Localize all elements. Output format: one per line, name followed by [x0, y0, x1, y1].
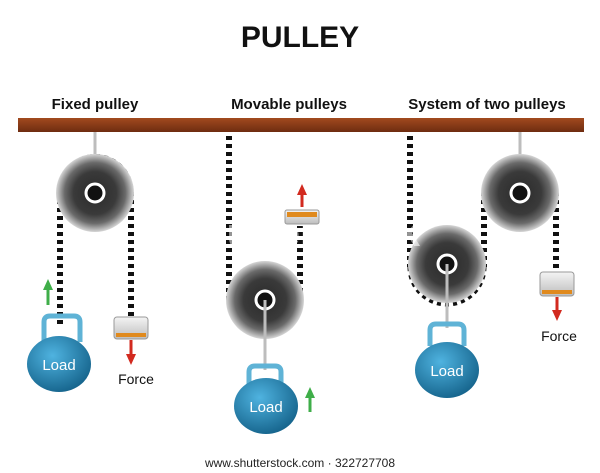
- fixed-load-label: Load: [42, 357, 75, 374]
- fixed-pulley-group: Load Force: [27, 132, 154, 392]
- system-top-axle: [509, 182, 531, 204]
- movable-up-arrow: [305, 387, 315, 412]
- system-rope-fixed-end: [407, 132, 413, 267]
- system-load-weight: [415, 342, 479, 398]
- system-pulley-group: Load Force: [407, 132, 577, 398]
- movable-pulley-group: Load: [226, 132, 320, 434]
- fixed-up-arrow: [43, 279, 53, 305]
- movable-force-handle: [284, 209, 320, 225]
- movable-force-arrow: [297, 184, 307, 207]
- footer-bar: [0, 451, 600, 473]
- movable-load-hook: [246, 363, 284, 388]
- system-rope-middle: [481, 193, 487, 267]
- fixed-rope-right: [128, 190, 134, 320]
- watermark-overlay: shutterstock: [180, 211, 421, 255]
- movable-load-label: Load: [249, 399, 282, 416]
- system-load-hook: [427, 321, 467, 346]
- fixed-force-arrow: [126, 340, 136, 365]
- system-force-label: Force: [541, 328, 577, 344]
- label-movable-pulleys: Movable pulleys: [231, 96, 347, 113]
- fixed-force-label: Force: [118, 371, 154, 387]
- fixed-force-handle: [113, 316, 149, 340]
- movable-load-weight: [234, 378, 298, 434]
- movable-rope-right: [297, 226, 303, 302]
- ceiling-beam: [18, 118, 584, 132]
- fixed-pulley-axle: [84, 182, 106, 204]
- system-rope-pull: [553, 193, 559, 273]
- fixed-load-weight: [27, 336, 91, 392]
- label-system-two-pulleys: System of two pulleys: [408, 96, 566, 113]
- footer-watermark: www.shutterstock.com · 322727708: [204, 456, 395, 470]
- fixed-rope-left: [57, 190, 63, 325]
- fixed-load-hook: [41, 313, 83, 342]
- page-title: PULLEY: [241, 21, 359, 54]
- label-fixed-pulley: Fixed pulley: [52, 96, 139, 113]
- system-force-arrow: [552, 297, 562, 321]
- movable-rope-left: [226, 132, 232, 300]
- system-load-label: Load: [430, 363, 463, 380]
- system-force-handle: [539, 271, 575, 297]
